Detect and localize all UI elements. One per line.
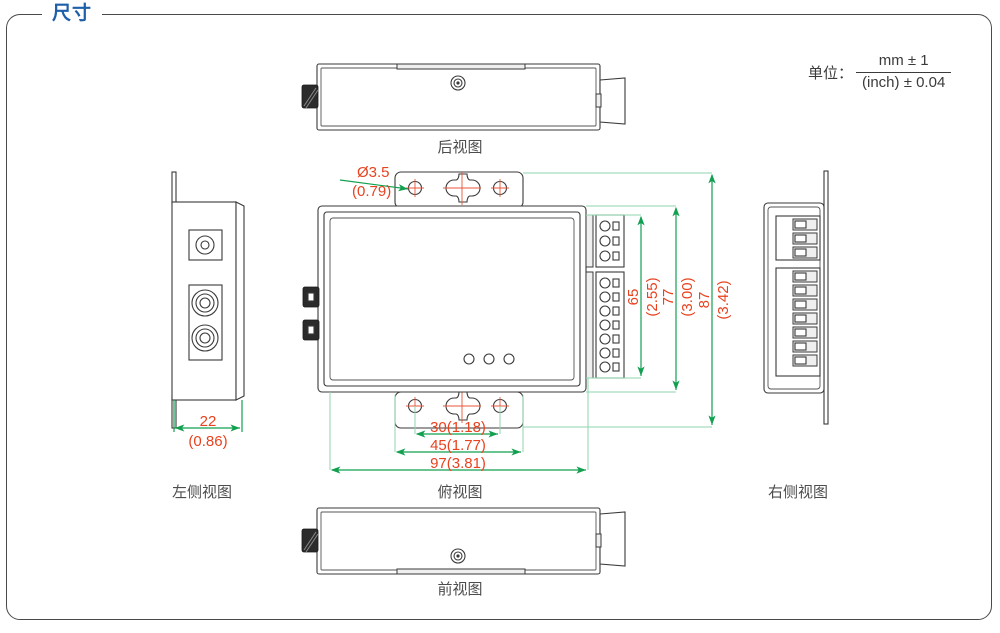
top-view-terminal-bottom — [599, 277, 620, 373]
front-view-drawing — [301, 507, 626, 575]
dim-horizontal-97: 97(3.81) — [329, 378, 589, 474]
caption-back-view: 后视图 — [437, 139, 483, 156]
dim-vertical-65-inch: (2.55) — [644, 277, 661, 316]
dim-left-width-inch: (0.86) — [188, 433, 227, 450]
dim-vertical-87-mm: 87 — [696, 292, 713, 309]
unit-note-label: 单位： — [808, 64, 854, 82]
dim-hole-diameter-mm: Ø3.5 — [357, 164, 390, 181]
caption-top-view: 俯视图 — [437, 484, 483, 501]
dim-horizontal-30: 30(1.18) — [430, 419, 486, 436]
left-side-view-drawing: 22 (0.86) — [171, 171, 245, 450]
caption-right-view: 右侧视图 — [767, 484, 828, 501]
top-view-terminal-top — [599, 220, 620, 262]
caption-front-view: 前视图 — [437, 581, 483, 598]
right-view-bottom-screws — [792, 270, 818, 367]
right-side-view-drawing — [763, 170, 829, 425]
dim-horizontal-30: 30(1.18) — [414, 406, 501, 438]
dim-vertical-87-inch: (3.42) — [715, 280, 732, 319]
unit-note-denominator: (inch) ± 0.04 — [856, 71, 952, 93]
section-title: 尺寸 — [42, 1, 103, 29]
dim-hole-diameter-inch: (0.79) — [352, 183, 391, 200]
dim-vertical-77: 77 (3.00) — [586, 205, 696, 393]
dim-vertical-65: 65 (2.55) — [586, 214, 661, 379]
dim-hole-diameter: Ø3.5 (0.79) — [339, 164, 409, 200]
unit-note: 单位： mm ± 1 (inch) ± 0.04 — [808, 52, 952, 93]
dim-horizontal-45: 45(1.77) — [394, 395, 524, 456]
caption-left-view: 左侧视图 — [171, 484, 232, 501]
dim-vertical-87: 87 (3.42) — [523, 172, 732, 428]
back-view-drawing — [301, 63, 626, 131]
dim-vertical-77-mm: 77 — [660, 289, 677, 306]
dim-vertical-65-mm: 65 — [625, 289, 642, 306]
section-frame — [6, 14, 992, 620]
dim-left-width-mm: 22 — [200, 413, 217, 430]
dim-vertical-77-inch: (3.00) — [679, 277, 696, 316]
led-indicators — [463, 353, 515, 365]
unit-note-fraction: mm ± 1 (inch) ± 0.04 — [856, 52, 952, 93]
right-view-top-screws — [792, 218, 818, 259]
dim-horizontal-45: 45(1.77) — [430, 437, 486, 454]
unit-note-numerator: mm ± 1 — [878, 52, 929, 69]
top-view-drawing — [302, 171, 625, 429]
dim-horizontal-97: 97(3.81) — [430, 455, 486, 472]
